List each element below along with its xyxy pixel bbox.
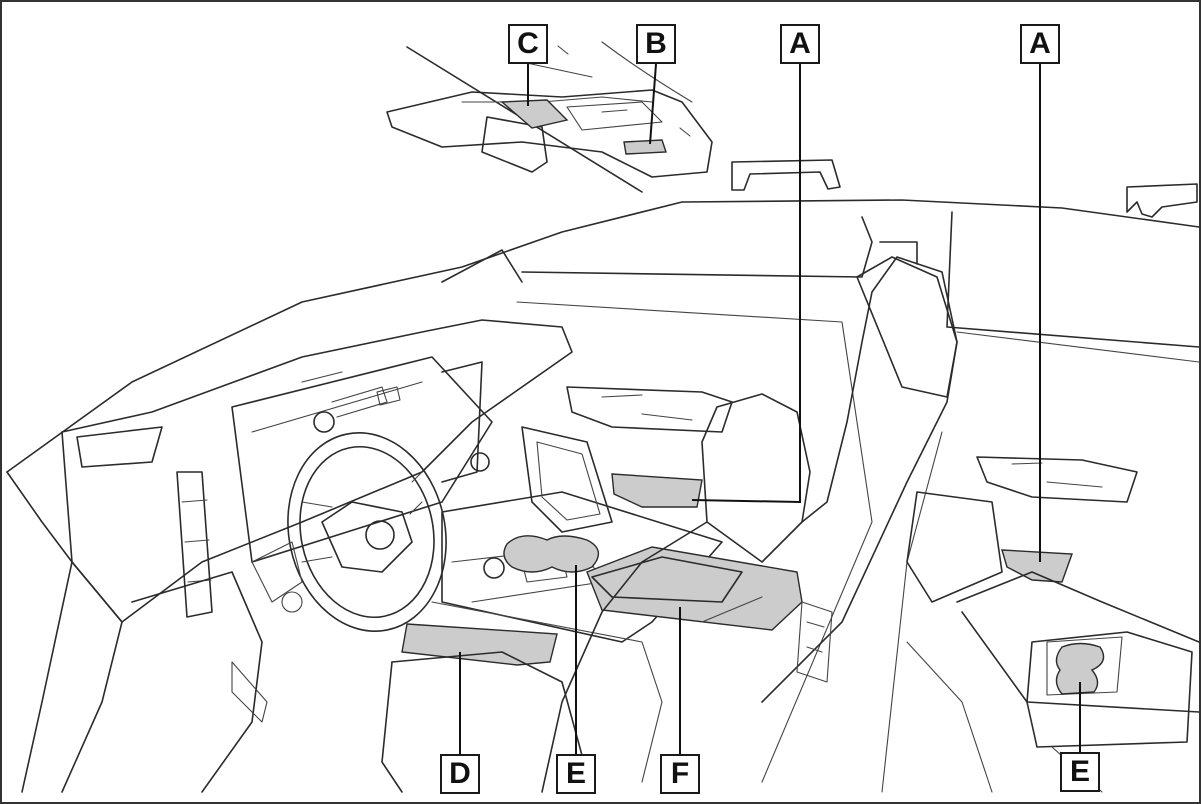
- callout-a-rear: A: [1020, 24, 1060, 64]
- callout-e-rear: E: [1060, 752, 1100, 792]
- front-cup-holders: [504, 536, 598, 572]
- grab-handle-rear: [1127, 184, 1197, 217]
- front-passenger-seat: [542, 257, 957, 792]
- callout-c: C: [508, 24, 548, 64]
- overhead-tray-area: [624, 140, 666, 154]
- dashboard: [62, 320, 572, 622]
- callout-a-front: A: [780, 24, 820, 64]
- leader-lines: [460, 64, 1080, 762]
- front-door-panel: [522, 387, 732, 532]
- cabin-structure: [7, 200, 1199, 792]
- rear-door-panel: [907, 457, 1137, 602]
- grab-handle-front: [732, 160, 840, 190]
- console-box: [587, 547, 802, 630]
- callout-e-front: E: [556, 754, 596, 794]
- steering-wheel: [270, 418, 464, 646]
- rear-seat: [907, 572, 1199, 792]
- callout-d: D: [440, 754, 480, 794]
- callout-f: F: [660, 754, 700, 794]
- sunglasses-holder-area: [502, 100, 567, 128]
- callout-b: B: [636, 24, 676, 64]
